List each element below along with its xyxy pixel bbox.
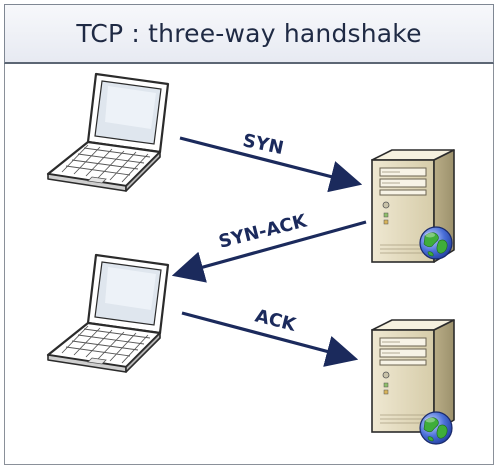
syn-ack-arrow [171,220,367,283]
title-box: TCP : three-way handshake [4,4,494,64]
globe-icon [419,226,453,260]
laptop-icon [46,72,170,193]
diagram-title: TCP : three-way handshake [76,19,422,48]
laptop-icon [46,253,170,374]
syn-arrow [179,136,363,193]
ack-label: ACK [253,306,299,337]
ack-arrow [181,311,359,367]
globe-icon [419,411,453,445]
syn-ack-label: SYN-ACK [217,210,310,252]
